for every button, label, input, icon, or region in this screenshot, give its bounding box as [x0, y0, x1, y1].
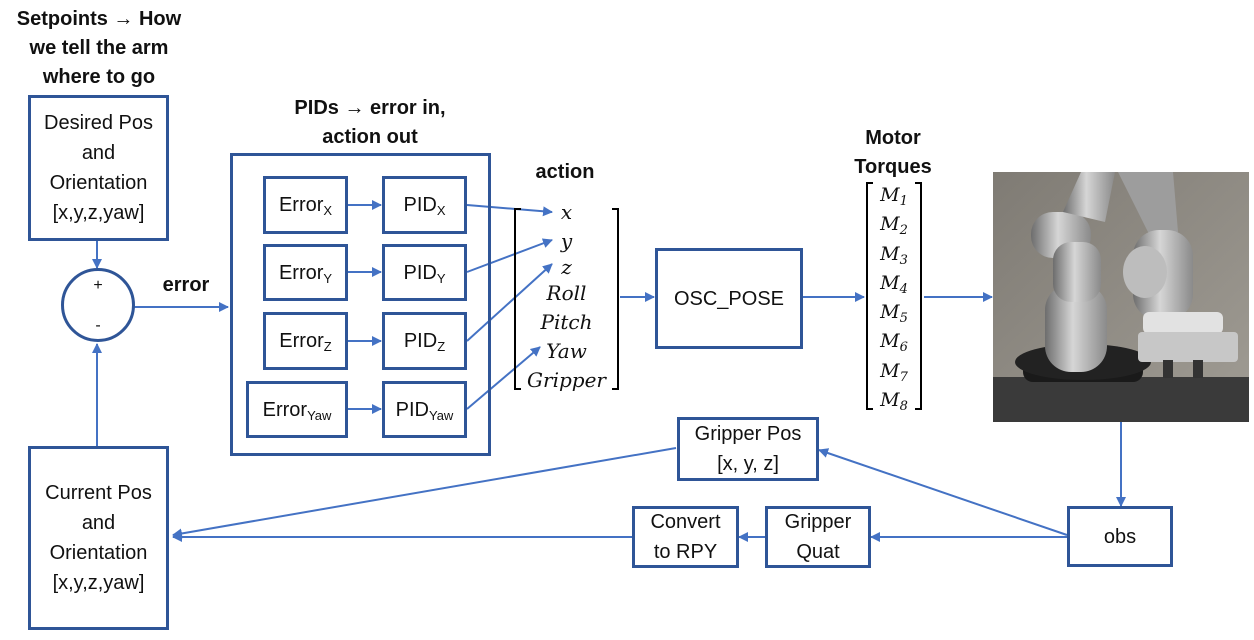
error-z-block: ErrorZ: [263, 312, 348, 370]
gripper-quat-line-2: Quat: [796, 541, 840, 563]
action-heading: action: [535, 161, 595, 183]
error-y-block: ErrorY: [263, 244, 348, 301]
summing-junction: + -: [61, 268, 135, 342]
action-vector: x y z Roll Pitch Yaw Gripper: [520, 198, 613, 394]
pid-container: [230, 153, 491, 456]
pids-heading: PIDs → error in, action out: [270, 94, 470, 152]
convert-line-2: to RPY: [653, 541, 718, 563]
error-z-label: ErrorZ: [279, 330, 332, 354]
arrow-pidyaw-to-action-gripper: [466, 346, 541, 410]
desired-line-2: and: [81, 142, 116, 164]
current-pos-block: Current Pos and Orientation [x,y,z,yaw]: [28, 446, 169, 630]
motor-m3: M3: [880, 242, 908, 268]
desired-line-1: Desired Pos: [44, 112, 153, 134]
desired-pos-block: Desired Pos and Orientation [x,y,z,yaw]: [28, 95, 169, 241]
error-x-block: ErrorX: [263, 176, 348, 234]
motor-vector-right-bracket: [915, 182, 922, 410]
action-yaw: Yaw: [546, 338, 587, 363]
pid-y-label: PIDY: [403, 261, 446, 286]
action-y: y: [560, 228, 573, 253]
motor-m2: M2: [880, 213, 908, 239]
action-gripper: Gripper: [527, 367, 606, 392]
robot-arm-image: [993, 172, 1249, 422]
current-line-4: [x,y,z,yaw]: [52, 572, 145, 594]
setpoints-heading-line-3: where to go: [42, 66, 156, 88]
current-line-1: Current Pos: [45, 482, 152, 504]
gripper-pos-line-1: Gripper Pos: [694, 423, 802, 445]
action-pitch: Pitch: [540, 310, 593, 335]
gripper-quat-block: Gripper Quat: [765, 506, 871, 568]
sum-plus-sign: +: [93, 277, 103, 294]
motor-m8: M8: [880, 389, 908, 415]
action-x: x: [560, 200, 573, 224]
pid-yaw-label: PIDYaw: [395, 398, 454, 423]
setpoints-heading-line-1: Setpoints → How: [16, 8, 182, 30]
error-yaw-block: ErrorYaw: [246, 381, 348, 438]
error-yaw-label: ErrorYaw: [262, 398, 332, 423]
desired-line-4: [x,y,z,yaw]: [52, 202, 145, 224]
pids-heading-line-2: action out: [322, 126, 418, 148]
arrow-obs-to-gripper-pos: [818, 448, 1068, 536]
action-roll: Roll: [546, 281, 587, 306]
setpoints-heading-line-2: we tell the arm: [29, 37, 169, 59]
pid-y-block: PIDY: [382, 244, 467, 301]
pid-z-label: PIDZ: [403, 330, 446, 354]
arrow-pidx-to-action-x: [466, 204, 553, 217]
motor-heading-line-1: Motor: [865, 127, 921, 149]
action-vector-right-bracket: [612, 208, 619, 390]
motor-m4: M4: [880, 271, 908, 297]
osc-pose-block: OSC_POSE: [655, 248, 803, 349]
setpoints-heading: Setpoints → How we tell the arm where to…: [5, 5, 193, 92]
current-line-2: and: [81, 512, 116, 534]
motor-torque-vector: M1 M2 M3 M4 M5 M6 M7 M8: [873, 181, 915, 415]
arrow-pidz-to-action-z: [466, 263, 553, 342]
convert-to-rpy-block: Convert to RPY: [632, 506, 739, 568]
desired-line-3: Orientation: [49, 172, 148, 194]
pid-z-block: PIDZ: [382, 312, 467, 370]
current-line-3: Orientation: [49, 542, 148, 564]
motor-vector-left-bracket: [866, 182, 873, 410]
pid-yaw-block: PIDYaw: [382, 381, 467, 438]
motor-m7: M7: [880, 359, 908, 385]
gripper-quat-line-1: Gripper: [784, 511, 852, 533]
motor-m5: M5: [880, 301, 908, 327]
error-label: error: [162, 274, 210, 296]
arrow-gripper-pos-to-current: [172, 447, 677, 539]
pid-x-label: PIDX: [403, 194, 446, 218]
convert-line-1: Convert: [650, 511, 721, 533]
motor-m6: M6: [880, 330, 908, 356]
action-z: z: [561, 255, 572, 280]
motor-torques-heading: Motor Torques: [838, 124, 948, 182]
motor-m1: M1: [880, 184, 908, 209]
action-vector-left-bracket: [514, 208, 521, 390]
obs-block: obs: [1067, 506, 1173, 567]
sum-minus-sign: -: [95, 317, 101, 334]
gripper-pos-block: Gripper Pos [x, y, z]: [677, 417, 819, 481]
error-x-label: ErrorX: [278, 194, 333, 218]
motor-heading-line-2: Torques: [854, 156, 932, 178]
error-y-label: ErrorY: [278, 261, 333, 286]
arrow-pidy-to-action-y: [466, 238, 553, 273]
pid-x-block: PIDX: [382, 176, 467, 234]
pids-heading-line-1: PIDs → error in,: [294, 97, 446, 119]
gripper-pos-line-2: [x, y, z]: [717, 453, 779, 475]
